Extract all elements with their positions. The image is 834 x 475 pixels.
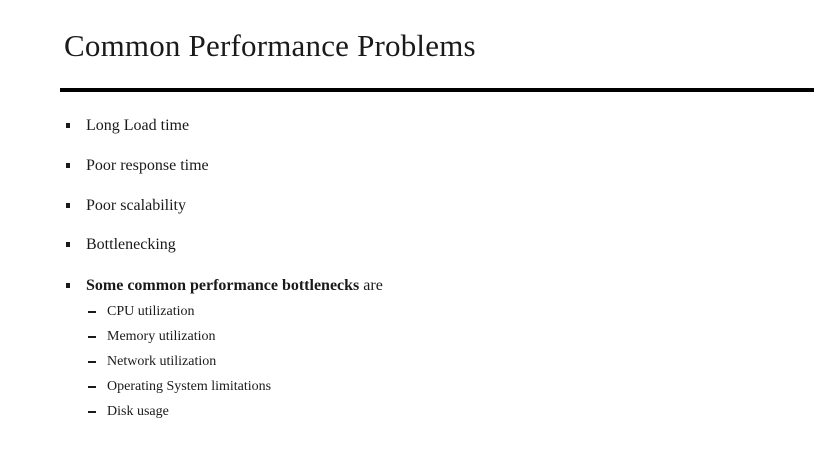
square-bullet-icon	[66, 242, 70, 247]
dash-bullet-icon	[88, 411, 96, 413]
slide-title: Common Performance Problems	[64, 28, 476, 63]
bullet-text: Long Load time	[86, 117, 190, 134]
square-bullet-icon	[66, 203, 70, 208]
square-bullet-icon	[66, 283, 70, 288]
sub-bullet-text: Network utilization	[107, 354, 217, 369]
sub-bullet-text: Disk usage	[107, 404, 169, 419]
bullet-text: Bottlenecking	[86, 236, 176, 253]
bullet-bold-text: Some common performance bottlenecks	[86, 277, 360, 294]
dash-bullet-icon	[88, 311, 96, 313]
bullet-text: Poor scalability	[86, 197, 186, 214]
square-bullet-icon	[66, 163, 70, 168]
sub-bullet-text: Memory utilization	[107, 329, 216, 344]
square-bullet-icon	[66, 123, 70, 128]
dash-bullet-icon	[88, 361, 96, 363]
bullet-text: Poor response time	[86, 157, 209, 174]
title-divider	[60, 88, 814, 92]
bullet-text: Some common performance bottlenecks are	[86, 276, 383, 296]
sub-bullet-text: Operating System limitations	[107, 379, 272, 394]
sub-bullet-text: CPU utilization	[107, 304, 195, 319]
dash-bullet-icon	[88, 386, 96, 388]
bullet-rest-text: are	[359, 277, 383, 294]
dash-bullet-icon	[88, 336, 96, 338]
